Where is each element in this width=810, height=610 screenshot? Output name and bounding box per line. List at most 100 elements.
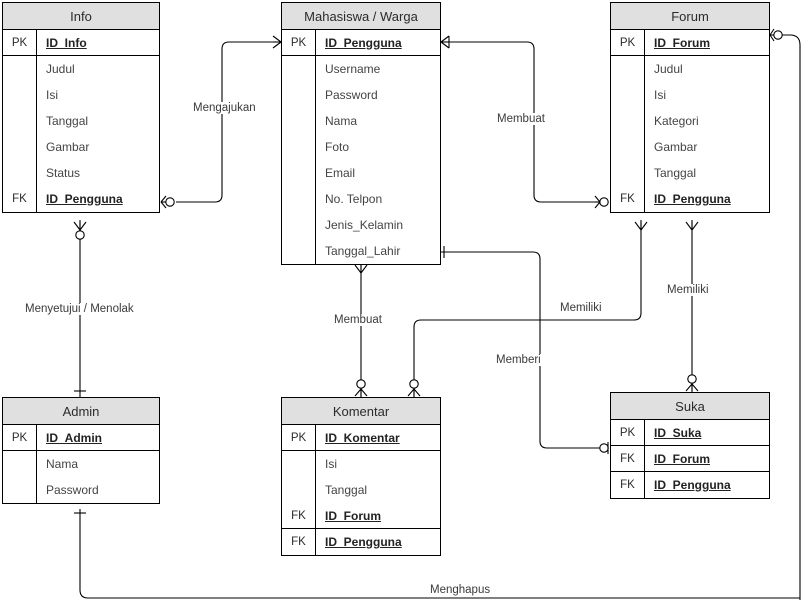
attribute-key: FK	[282, 503, 316, 528]
attribute-key	[611, 56, 645, 82]
attribute-name: ID_Pengguna	[654, 192, 731, 206]
attribute-row[interactable]: Kategori	[611, 108, 769, 134]
attribute-key: PK	[282, 30, 316, 55]
attribute-row[interactable]: PK ID_Komentar	[282, 425, 440, 451]
attribute-row[interactable]: Email	[282, 160, 440, 186]
attribute-key	[611, 108, 645, 134]
attribute-row[interactable]: Isi	[3, 82, 159, 108]
attribute-name: ID_Forum	[654, 451, 711, 466]
crowsfoot-membuat-mhs-bottom	[354, 264, 368, 274]
entity-forum-title: Forum	[611, 3, 769, 30]
attribute-key	[282, 160, 316, 186]
attribute-row[interactable]: FK ID_Pengguna	[611, 186, 769, 212]
crowsfoot-mengajukan-mahasiswa	[272, 35, 282, 49]
entity-mahasiswa-warga-title: Mahasiswa / Warga	[282, 3, 440, 30]
attribute-row[interactable]: Jenis_Kelamin	[282, 212, 440, 238]
attribute-name: ID_Admin	[46, 430, 103, 445]
attribute-row[interactable]: Password	[282, 82, 440, 108]
attribute-name: Password	[325, 88, 378, 102]
attribute-name: Tanggal	[46, 114, 89, 128]
attribute-row[interactable]: Gambar	[611, 134, 769, 160]
entity-mahasiswa-warga[interactable]: Mahasiswa / Warga PK ID_Pengguna Usernam…	[281, 2, 441, 265]
attribute-name: ID_Pengguna	[654, 478, 731, 492]
relationship-label-menyetujui-menolak: Menyetujui / Menolak	[22, 303, 137, 315]
marker-memiliki-komentar	[407, 379, 421, 397]
attribute-name: ID_Forum	[325, 508, 382, 523]
attribute-key	[3, 477, 37, 503]
relationship-label-membuat-forum: Membuat	[494, 113, 548, 125]
attribute-row[interactable]: PK ID_Suka	[611, 420, 769, 446]
attribute-name: Jenis_Kelamin	[325, 218, 404, 232]
attribute-name: Judul	[654, 62, 683, 76]
attribute-row[interactable]: Password	[3, 477, 159, 503]
entity-info[interactable]: Info PK ID_Info Judul Isi Tanggal Gambar…	[2, 2, 160, 213]
attribute-name: No. Telpon	[325, 192, 383, 206]
entity-admin[interactable]: Admin PK ID_Admin Nama Password	[2, 397, 160, 504]
attribute-name: ID_Komentar	[325, 430, 400, 445]
attribute-key: FK	[611, 186, 645, 212]
attribute-row[interactable]: Nama	[282, 108, 440, 134]
marker-forum-right	[769, 28, 783, 42]
entity-admin-title: Admin	[3, 398, 159, 425]
attribute-key: FK	[611, 446, 645, 471]
attribute-key: FK	[3, 186, 37, 212]
attribute-row[interactable]: Judul	[3, 56, 159, 82]
crowsfoot-menyetujui-info	[73, 221, 87, 240]
attribute-key	[282, 82, 316, 108]
attribute-name: Isi	[325, 457, 337, 471]
attribute-name: ID_Pengguna	[325, 535, 402, 549]
attribute-name: Judul	[46, 62, 75, 76]
attribute-row[interactable]: Tanggal	[611, 160, 769, 186]
entity-forum[interactable]: Forum PK ID_Forum Judul Isi Kategori Gam…	[610, 2, 770, 213]
attribute-name: Gambar	[654, 140, 698, 154]
attribute-row[interactable]: FK ID_Pengguna	[611, 472, 769, 498]
relationship-label-membuat-komentar: Membuat	[331, 314, 385, 326]
crowsfoot-memiliki-forum	[634, 221, 648, 231]
attribute-key	[282, 212, 316, 238]
attribute-row[interactable]: FK ID_Forum	[282, 503, 440, 529]
attribute-row[interactable]: No. Telpon	[282, 186, 440, 212]
attribute-row[interactable]: PK ID_Info	[3, 30, 159, 56]
attribute-name: ID_Pengguna	[325, 35, 402, 50]
attribute-row[interactable]: Tanggal	[3, 108, 159, 134]
attribute-name: Isi	[654, 88, 666, 102]
line-forum-right-loop	[770, 34, 801, 600]
attribute-row[interactable]: PK ID_Forum	[611, 30, 769, 56]
attribute-row[interactable]: FK ID_Pengguna	[3, 186, 159, 212]
attribute-row[interactable]: Isi	[611, 82, 769, 108]
attribute-key	[282, 108, 316, 134]
attribute-row[interactable]: Tanggal_Lahir	[282, 238, 440, 264]
attribute-key	[282, 477, 316, 503]
attribute-row[interactable]: PK ID_Pengguna	[282, 30, 440, 56]
relationship-label-mengajukan: Mengajukan	[190, 102, 259, 114]
attribute-name: Isi	[46, 88, 58, 102]
attribute-row[interactable]: Foto	[282, 134, 440, 160]
entity-info-title: Info	[3, 3, 159, 30]
marker-memberi-suka	[599, 443, 609, 453]
attribute-row[interactable]: Tanggal	[282, 477, 440, 503]
attribute-key	[282, 451, 316, 477]
relationship-label-memiliki-suka: Memiliki	[664, 284, 712, 296]
attribute-name: ID_Suka	[654, 425, 702, 440]
attribute-key: PK	[611, 30, 645, 55]
attribute-key	[611, 160, 645, 186]
entity-suka[interactable]: Suka PK ID_Suka FK ID_Forum FK ID_Penggu…	[610, 392, 770, 499]
attribute-row[interactable]: Username	[282, 56, 440, 82]
attribute-key	[282, 186, 316, 212]
attribute-row[interactable]: PK ID_Admin	[3, 425, 159, 451]
entity-komentar-title: Komentar	[282, 398, 440, 425]
line-memiliki-komentar	[413, 220, 642, 397]
crowsfoot-membuat-mahasiswa	[440, 35, 450, 49]
attribute-name: Password	[46, 483, 99, 497]
attribute-row[interactable]: FK ID_Pengguna	[282, 529, 440, 555]
attribute-name: Nama	[325, 114, 358, 128]
attribute-row[interactable]: Status	[3, 160, 159, 186]
attribute-row[interactable]: Gambar	[3, 134, 159, 160]
attribute-row[interactable]: Judul	[611, 56, 769, 82]
attribute-row[interactable]: Nama	[3, 451, 159, 477]
attribute-row[interactable]: FK ID_Forum	[611, 446, 769, 472]
attribute-row[interactable]: Isi	[282, 451, 440, 477]
entity-komentar[interactable]: Komentar PK ID_Komentar Isi Tanggal FK I…	[281, 397, 441, 556]
attribute-name: ID_Info	[46, 35, 87, 50]
attribute-name: Email	[325, 166, 356, 180]
